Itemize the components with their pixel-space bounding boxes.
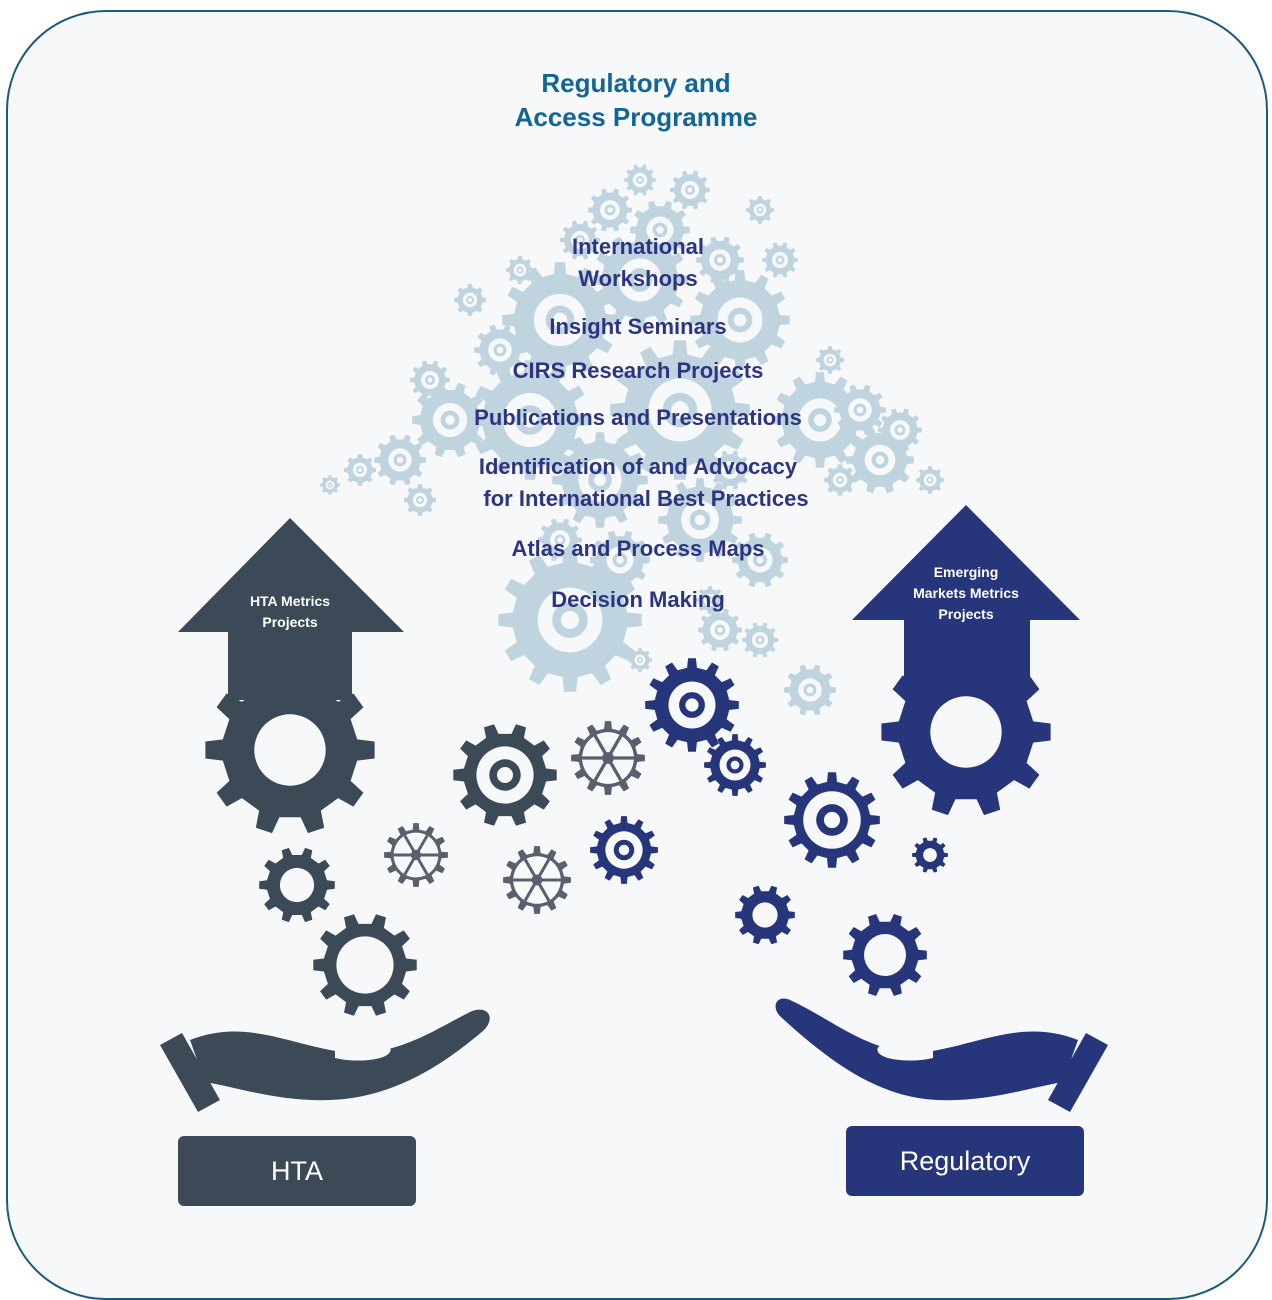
gear-center [758, 208, 762, 212]
gear-center [716, 256, 724, 264]
gear-center [557, 537, 563, 543]
hta-arrow-label: HTA Metrics Projects [228, 591, 352, 633]
background-gear-cluster [320, 164, 944, 716]
hta-button[interactable]: HTA [178, 1136, 416, 1206]
gear-center [806, 686, 814, 694]
programme-title: Regulatory and Access Programme [0, 66, 1272, 134]
activity-decision-making: Decision Making [551, 587, 725, 612]
gear-hub [531, 874, 543, 886]
hta-arrow-line2: Projects [262, 614, 318, 630]
gear-center [828, 358, 832, 362]
gear-center [757, 637, 763, 643]
gear-center [928, 478, 932, 482]
gear-center [856, 406, 864, 414]
gear-center [756, 556, 764, 564]
gear-center [837, 477, 843, 483]
gear-center [445, 415, 455, 425]
gear-center [560, 610, 580, 630]
gear-center [875, 455, 885, 465]
gear-center [552, 312, 568, 328]
activity-atlas-process-maps: Atlas and Process Maps [511, 536, 765, 561]
gear-hole [923, 848, 937, 862]
gear-center [357, 467, 363, 473]
gear-center [733, 313, 747, 327]
gear-center [708, 598, 712, 602]
activity-publications: Publications and Presentations [474, 405, 802, 430]
gear-hub [602, 752, 614, 764]
gear-center [730, 760, 740, 770]
gear-center [717, 627, 723, 633]
activity-cirs-research-projects: CIRS Research Projects [512, 358, 764, 383]
gear-center [328, 483, 332, 487]
gear-center [897, 427, 903, 433]
regulatory-arrow-line3: Projects [938, 606, 994, 622]
gear-center [522, 412, 538, 428]
gear-center [671, 401, 689, 419]
gear-center [427, 377, 433, 383]
gear-center [727, 467, 733, 473]
gear-center [656, 226, 664, 234]
programme-title-line2: Access Programme [514, 102, 758, 132]
activity-workshops: Workshops [578, 266, 698, 291]
diagram-artwork [160, 164, 1108, 1112]
regulatory-arrow-icon [852, 505, 1080, 690]
regulatory-arrow-label: Emerging Markets Metrics Projects [880, 562, 1052, 625]
gear-hole [254, 714, 326, 786]
gear-hole [279, 867, 315, 903]
gear-center [396, 456, 404, 464]
gear-hole [752, 902, 778, 928]
activity-identification-advocacy: Identification of and Advocacy [478, 454, 798, 479]
gear-hub [410, 849, 422, 861]
gear-center [638, 658, 642, 662]
gear-center [616, 556, 624, 564]
regulatory-arrow-line1: Emerging [933, 564, 999, 580]
gear-center [618, 844, 630, 856]
gear-center [467, 297, 473, 303]
gear-center [637, 177, 643, 183]
gear-center [496, 346, 504, 354]
gear-center [633, 273, 647, 287]
gear-center [685, 698, 699, 712]
gear-hole [930, 696, 1002, 768]
regulatory-button[interactable]: Regulatory [846, 1126, 1084, 1196]
gear-center [593, 473, 607, 487]
gear-center [607, 207, 613, 213]
gear-center [577, 237, 583, 243]
activity-best-practices: for International Best Practices [483, 486, 809, 511]
hta-hand-icon [160, 1009, 490, 1112]
programme-title-line1: Regulatory and [541, 68, 731, 98]
activity-international: International [571, 234, 704, 259]
gear-hole [864, 934, 906, 976]
gear-center [777, 257, 783, 263]
gear-center [813, 413, 827, 427]
gear-center [518, 268, 522, 272]
gear-hole [336, 936, 394, 994]
hta-arrow-line1: HTA Metrics [249, 593, 331, 609]
foreground-gear-cluster [205, 648, 1051, 1016]
activity-insight-seminars: Insight Seminars [549, 314, 727, 339]
regulatory-hand-icon [775, 998, 1108, 1112]
gear-center [417, 497, 423, 503]
gear-center [496, 766, 514, 784]
hta-arrow-icon [178, 518, 404, 700]
gear-center [694, 514, 706, 526]
gear-center [823, 811, 841, 829]
regulatory-arrow-line2: Markets Metrics [913, 585, 1019, 601]
gear-center [687, 187, 693, 193]
